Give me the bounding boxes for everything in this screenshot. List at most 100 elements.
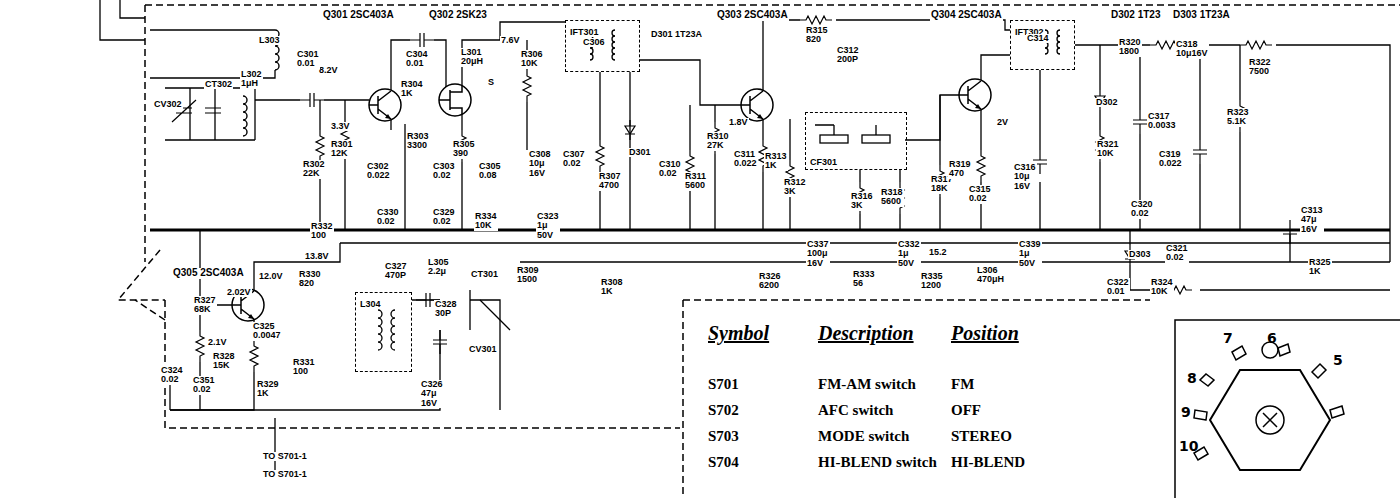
- schematic-stroke: [254, 88, 255, 140]
- schematic-stroke: [190, 88, 215, 140]
- schematic-stroke: [836, 20, 1010, 30]
- schematic-stroke: [596, 140, 604, 172]
- schematic-stroke: [1057, 30, 1060, 54]
- bus-lines: [150, 230, 1390, 262]
- component-label: R328 15K: [212, 352, 236, 371]
- schematic-stroke: [980, 109, 981, 230]
- component-label: C308 10μ 16V: [528, 150, 552, 178]
- component-label: C303 0.02: [432, 162, 456, 181]
- component-label: 7.6V: [500, 36, 521, 45]
- component-label: R320 1800: [1118, 38, 1142, 57]
- schematic-stroke: [977, 150, 985, 182]
- component-label: R308 1K: [600, 278, 624, 297]
- schematic-stroke: [170, 319, 254, 410]
- component-label: R301 12K: [330, 140, 354, 159]
- part-designation: D303 1T23A: [1172, 10, 1231, 21]
- dashed-component-box: IFT302: [1010, 20, 1075, 70]
- switch-terminal-number: 8: [1186, 370, 1198, 386]
- component-label: R326 6200: [758, 272, 782, 291]
- component-label: C318 10μ16V: [1175, 40, 1209, 59]
- schematic-stroke: [1193, 140, 1207, 164]
- schematic-stroke: [150, 29, 275, 30]
- switch-terminal-number: 6: [1266, 330, 1278, 346]
- table-cell: AFC switch: [817, 402, 894, 419]
- component-label: C328 30P: [434, 300, 458, 319]
- input-wires: [100, 0, 300, 140]
- component-label: C329 0.02: [432, 208, 456, 227]
- component-label: 2.02V: [226, 288, 252, 297]
- schematic-stroke: [470, 290, 510, 330]
- component-label: L301 20μH: [460, 48, 484, 67]
- component-label: 3.3V: [330, 122, 351, 131]
- component-label: C307 0.02: [562, 150, 586, 169]
- table-cell: S702: [707, 402, 740, 419]
- component-label: C339 1μ 50V: [1018, 240, 1042, 268]
- ceramic-filter: [815, 125, 890, 143]
- component-label: C323 1μ 50V: [536, 212, 560, 240]
- connection-note: TO S701-1: [262, 470, 308, 479]
- schematic-stroke: [391, 310, 395, 350]
- component-label: R332 100: [310, 222, 334, 241]
- schematic-stroke: [1133, 110, 1147, 134]
- component-label: R325 1K: [1308, 258, 1332, 277]
- component-label: 13.8V: [304, 252, 330, 261]
- component-label: C306: [582, 38, 606, 47]
- component-label: R307 4700: [598, 172, 622, 191]
- component-label: R327 68K: [193, 296, 217, 315]
- table-header: Position: [950, 322, 1020, 345]
- switch-terminal-number: 7: [1222, 330, 1234, 346]
- component-label: D301 1T23A: [650, 30, 703, 39]
- component-label: L302 1μH: [240, 70, 263, 89]
- table-cell: S701: [707, 376, 740, 393]
- component-label: C314: [1026, 34, 1050, 43]
- schematic-stroke: [523, 70, 531, 102]
- component-label: R302 22K: [302, 160, 326, 179]
- fet-symbol: [439, 84, 471, 116]
- table-cell: STEREO: [950, 428, 1013, 445]
- component-label: R335 1200: [920, 272, 944, 291]
- part-designation: Q302 2SK23: [428, 10, 488, 21]
- component-label: R310 27K: [706, 132, 730, 151]
- component-label: R331 100: [292, 358, 316, 377]
- component-label: C330 0.02: [376, 208, 400, 227]
- schematic-stroke: [763, 20, 800, 91]
- schematic-stroke: [959, 79, 991, 111]
- component-label: CV302: [153, 100, 183, 109]
- component-label: R319 470: [948, 160, 972, 179]
- dashed-component-box: L304: [355, 292, 412, 372]
- part-designation: Q304 2SC403A: [930, 10, 1003, 21]
- schematic-stroke: [1283, 220, 1297, 244]
- component-label: D301: [628, 148, 652, 157]
- component-label: C326 47μ 16V: [420, 380, 444, 408]
- schematic-stroke: [820, 135, 848, 143]
- schematic-stroke: [433, 330, 447, 354]
- component-label: 1.8V: [728, 118, 749, 127]
- schematic-stroke: [205, 108, 221, 113]
- component-label: C351 0.02: [192, 376, 216, 395]
- schematic-stroke: [439, 84, 471, 116]
- schematic-stroke: [1175, 320, 1400, 498]
- component-label: R306 10K: [520, 50, 544, 69]
- schematic-stroke: [1199, 45, 1200, 230]
- component-label: 2V: [996, 118, 1009, 127]
- component-label: R309 1500: [516, 266, 540, 285]
- component-label: D303: [1128, 250, 1152, 259]
- component-label: R321 10K: [1096, 140, 1120, 159]
- schematic-stroke: [939, 95, 940, 230]
- table-cell: FM: [950, 376, 975, 393]
- schematic-stroke: [196, 330, 204, 362]
- component-label: R305 390: [452, 140, 476, 159]
- schematic-stroke: [1239, 45, 1240, 230]
- component-label: R313 1K: [764, 152, 788, 171]
- schematic-stroke: [762, 119, 763, 230]
- connection-note: TO S701-1: [262, 452, 308, 461]
- component-label: 8.2V: [318, 66, 339, 75]
- component-label: C325 0.0047: [252, 322, 282, 341]
- component-label: R333 56: [852, 270, 876, 289]
- switch-terminal-number: 5: [1332, 352, 1344, 368]
- component-label: R304 1K: [400, 80, 424, 99]
- component-label: 2.1V: [207, 338, 228, 347]
- component-label: R311 5600: [684, 172, 707, 191]
- component-label: R303 3300: [406, 132, 430, 151]
- component-label: C332 1μ 50V: [897, 240, 921, 268]
